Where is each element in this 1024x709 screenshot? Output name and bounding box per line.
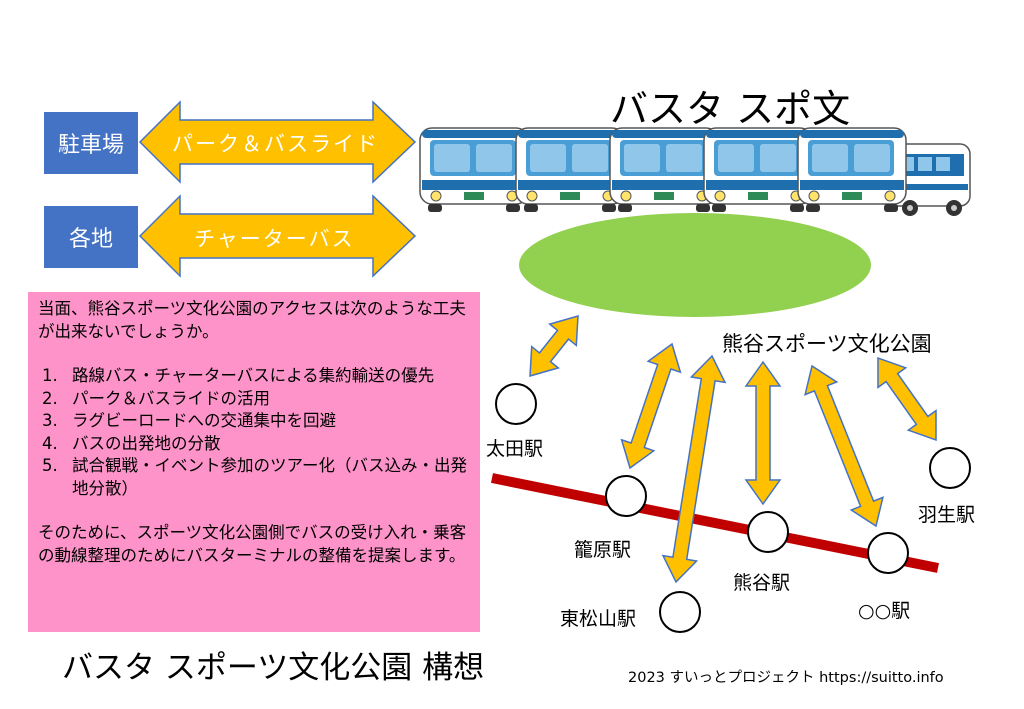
proposal-list: 1.路線バス・チャーターバスによる集約輸送の優先 2.パーク＆バスライドの活用 … <box>38 365 470 500</box>
station-other <box>867 532 909 574</box>
bus-3 <box>609 127 719 213</box>
park-label: 熊谷スポーツ文化公園 <box>722 332 932 356</box>
bus-5 <box>797 127 971 216</box>
footer-title: バスタ スポーツ文化公園 構想 <box>62 650 485 686</box>
list-item: 2.パーク＆バスライドの活用 <box>42 388 270 408</box>
arrow-kumagaya <box>744 360 782 506</box>
list-item: 1.路線バス・チャーターバスによる集約輸送の優先 <box>42 366 435 385</box>
access-map <box>491 383 971 633</box>
access-arrows <box>529 314 937 584</box>
rail-line <box>491 473 939 573</box>
label-higashimatsuyama: 東松山駅 <box>560 608 637 630</box>
arrow-hanyu <box>877 356 937 442</box>
list-item: 3.ラグビーロードへの交通集中を回避 <box>42 411 336 430</box>
label-ota: 太田駅 <box>486 438 544 460</box>
charter-bus-label: チャーターバス <box>194 227 355 251</box>
arrow-kagohara <box>620 342 682 470</box>
bus-4 <box>703 127 813 213</box>
horizontal-arrows <box>138 100 417 278</box>
page-title: バスタ スポ文 <box>610 87 851 131</box>
list-item: 4.バスの出発地の分散 <box>42 433 221 453</box>
park-and-ride-arrow <box>138 100 417 184</box>
arrow-higashimatsuyama <box>661 354 727 584</box>
station-ota <box>495 383 537 425</box>
label-other: ○○駅 <box>858 600 911 622</box>
arrow-other <box>804 364 884 528</box>
footer-credit: 2023 すいっとプロジェクト https://suitto.info <box>628 670 944 686</box>
station-kagohara <box>605 475 647 517</box>
bus-1 <box>419 127 529 213</box>
arrow-ota <box>529 314 579 378</box>
label-hanyu: 羽生駅 <box>918 504 976 526</box>
label-kagohara: 籠原駅 <box>574 539 632 561</box>
charter-bus-arrow <box>138 194 417 278</box>
bus-row <box>419 127 971 216</box>
park-and-ride-label: パーク＆バスライド <box>172 132 379 156</box>
parking-box: 駐車場 <box>44 112 138 174</box>
station-kumagaya <box>747 511 789 553</box>
station-hanyu <box>929 447 971 489</box>
bus-terminal-area <box>519 213 871 317</box>
list-item: 5.試合観戦・イベント参加のツアー化（バス込み・出発地分散） <box>42 456 468 498</box>
label-kumagaya: 熊谷駅 <box>733 572 791 594</box>
proposal-box: 当面、熊谷スポーツ文化公園のアクセスは次のような工夫が出来ないでしょうか。 1.… <box>28 292 480 632</box>
station-higashimatsuyama <box>659 591 701 633</box>
proposal-intro: 当面、熊谷スポーツ文化公園のアクセスは次のような工夫が出来ないでしょうか。 <box>38 299 466 341</box>
proposal-closing: そのために、スポーツ文化公園側でバスの受け入れ・乗客の動線整理のためにバスターミ… <box>38 523 467 565</box>
regions-box: 各地 <box>44 206 138 268</box>
bus-2 <box>515 127 625 213</box>
